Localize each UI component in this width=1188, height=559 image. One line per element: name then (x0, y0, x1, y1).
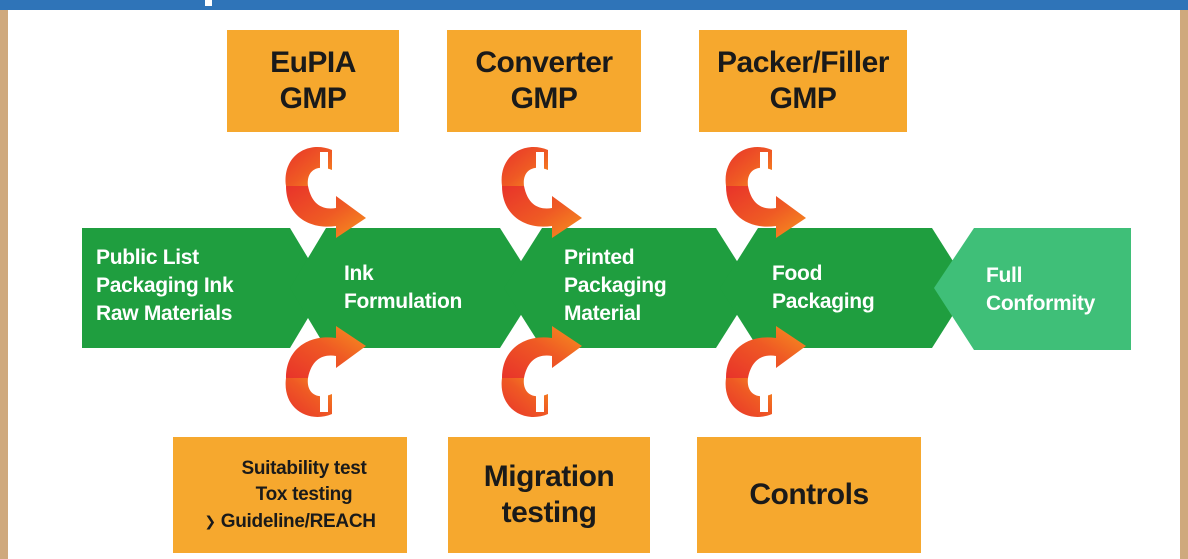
flow-step-line: Material (564, 302, 641, 325)
top-bar-notch (205, 0, 212, 6)
curved-arrow-icon (725, 147, 806, 238)
curved-arrow-icon (501, 326, 582, 417)
flow-step-line: Packaging (564, 274, 667, 297)
bottom-box-line: Migration (483, 460, 615, 493)
bottom-box-controls: Controls (697, 437, 921, 553)
top-box-line: GMP (279, 82, 347, 115)
flow-step-label-public-list: Public List Packaging Ink Raw Materials (96, 244, 234, 328)
top-box-converter-gmp: Converter GMP (447, 30, 641, 132)
bottom-box-line: testing (501, 496, 597, 529)
flow-step-label-ink-formulation: Ink Formulation (344, 260, 462, 316)
flow-step-label-printed-packaging: Printed Packaging Material (564, 244, 667, 328)
flow-step-line: Printed (564, 246, 635, 269)
top-box-line: GMP (510, 82, 578, 115)
flow-step-line: Food (772, 262, 823, 285)
chevron-right-icon: ❯ (204, 512, 216, 529)
flow-step-line: Formulation (344, 290, 463, 313)
flow-step-line: Conformity (986, 292, 1095, 315)
bottom-box-line: Suitability test (241, 457, 367, 479)
top-box-line: Converter (475, 46, 613, 79)
curved-arrow-icon (501, 147, 582, 238)
flow-step-shape-2 (290, 228, 538, 348)
flow-step-line: Raw Materials (96, 302, 233, 325)
flow-step-line: Ink (344, 262, 374, 285)
flow-step-shape-3 (504, 228, 754, 348)
top-box-line: GMP (769, 82, 837, 115)
bottom-box-line: Guideline/REACH (220, 510, 376, 532)
bottom-box-suitability-testing: Suitability test Tox testing ❯Guideline/… (173, 437, 407, 553)
flow-step-line: Packaging Ink (96, 274, 234, 297)
flow-step-line: Full (986, 264, 1023, 287)
top-box-line: Packer/Filler (717, 46, 889, 79)
top-box-packer-filler-gmp: Packer/Filler GMP (699, 30, 907, 132)
flow-step-label-food-packaging: Food Packaging (772, 260, 875, 316)
flow-step-line: Packaging (772, 290, 875, 313)
curved-arrow-icon (285, 147, 366, 238)
right-border (1180, 10, 1188, 559)
top-box-eupia-gmp: EuPIA GMP (227, 30, 399, 132)
flow-step-shape-1 (82, 228, 326, 348)
bottom-box-bullet-line: ❯Guideline/REACH (204, 508, 376, 535)
flow-step-shape-4 (720, 228, 970, 348)
flow-step-shape-5 (934, 228, 1131, 350)
flow-step-line: Public List (96, 246, 199, 269)
top-box-line: EuPIA (270, 46, 356, 79)
top-bar (0, 0, 1188, 10)
bottom-box-line: Tox testing (255, 483, 353, 505)
bottom-box-line: Controls (749, 478, 869, 511)
curved-arrow-icon (725, 326, 806, 417)
left-border (0, 10, 8, 559)
curved-arrow-icon (285, 326, 366, 417)
bottom-box-migration-testing: Migration testing (448, 437, 650, 553)
flow-step-label-full-conformity: Full Conformity (986, 262, 1095, 318)
